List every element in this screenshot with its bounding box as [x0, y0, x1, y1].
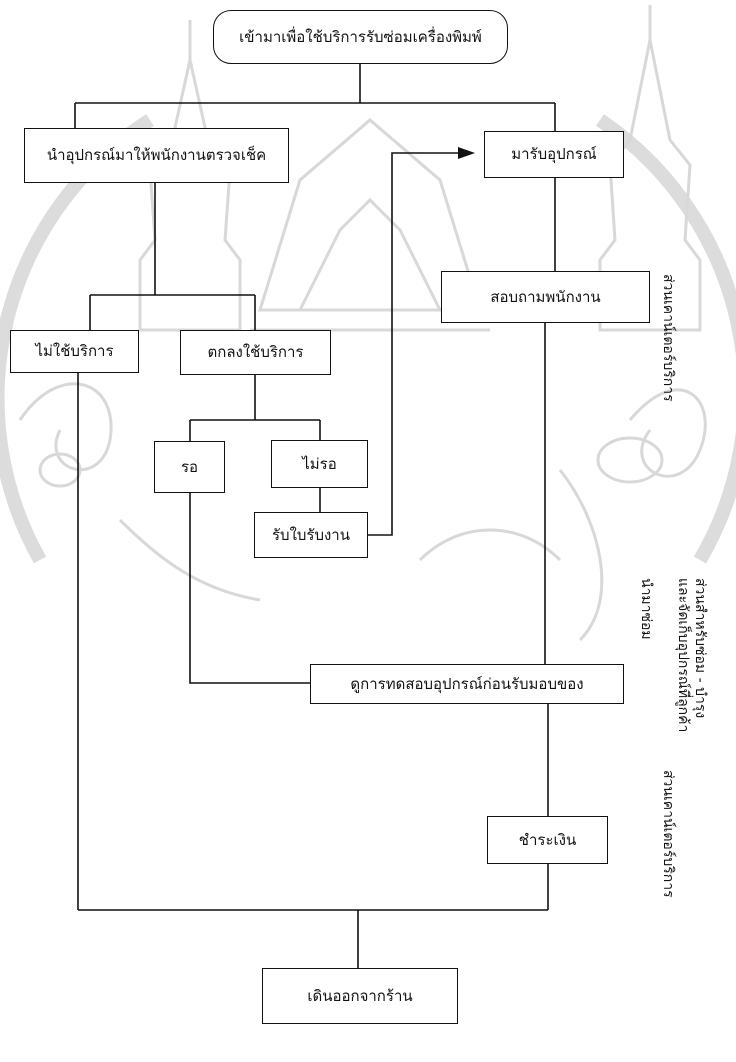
start-node: เข้ามาเพื่อใช้บริการรับซ่อมเครื่องพิมพ์ [213, 10, 508, 64]
not-wait-box: ไม่รอ [271, 440, 368, 488]
exit-shop-box: เดินออกจากร้าน [262, 968, 458, 1024]
test-device-box: ดูการทดสอบอุปกรณ์ก่อนรับมอบของ [310, 664, 624, 704]
zone-label-storage-cont: นำมาซ่อม [639, 578, 653, 640]
connector-receipt-to-pickup [368, 153, 462, 535]
ask-staff-box: สอบถามพนักงาน [441, 271, 650, 323]
payment-box: ชำระเงิน [487, 816, 608, 864]
wait-box: รอ [154, 441, 225, 493]
not-use-service-box: ไม่ใช้บริการ [10, 330, 139, 373]
zone-label-service-counter-top: ส่วนเคาน์เตอร์บริการ [661, 274, 675, 402]
pickup-device-box: มารับอุปกรณ์ [484, 131, 624, 178]
arrowhead-to-pickup [458, 147, 475, 159]
zone-label-repair: ส่วนสำหรับซ่อม - บำรุง [693, 578, 707, 718]
receipt-box: รับใบรับงาน [254, 512, 368, 558]
zone-label-service-counter-bottom: ส่วนเคาน์เตอร์บริการ [661, 770, 675, 898]
agree-use-service-box: ตกลงใช้บริการ [180, 330, 331, 375]
bring-device-box: นำอุปกรณ์มาให้พนักงานตรวจเช็ค [24, 128, 289, 183]
zone-label-storage: และจัดเก็บอุปกรณ์ที่ลูกค้า [676, 578, 690, 732]
